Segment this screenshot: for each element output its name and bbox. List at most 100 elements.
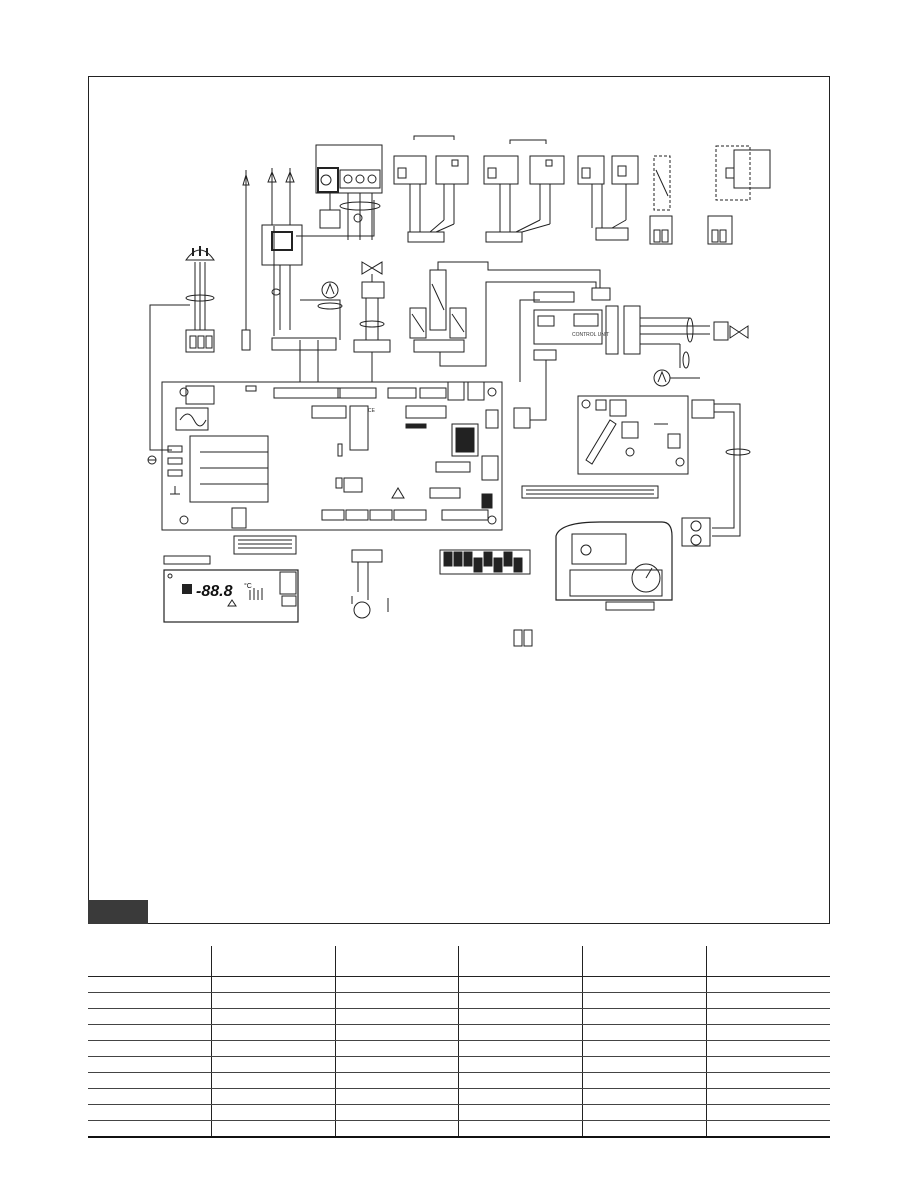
table-cell: [211, 1120, 336, 1138]
table-cell: [458, 1104, 584, 1121]
room-thermostat-contact: [707, 145, 771, 245]
table-cell: [335, 976, 460, 993]
lcd-digits: -88.8: [196, 583, 233, 600]
table-header: [706, 946, 830, 977]
table-cell: [582, 1104, 707, 1121]
thermostat-dial-icon: [555, 521, 673, 611]
control-unit-label: CONTROL UNIT: [572, 332, 609, 338]
table-cell: [88, 1008, 213, 1025]
table-cell: [88, 1072, 213, 1089]
table-cell: [335, 1024, 460, 1041]
table-row: [88, 1088, 830, 1105]
table-header: [335, 946, 460, 977]
table-header-row: [88, 946, 830, 977]
interface-board: [577, 395, 689, 475]
table-cell: [582, 1056, 707, 1073]
table-header: [458, 946, 584, 977]
table-cell: [706, 1056, 830, 1073]
ntc-sensors: [409, 261, 601, 353]
lcd-unit: °C: [244, 582, 252, 590]
table-cell: [211, 1056, 336, 1073]
table-cell: [335, 992, 460, 1009]
auxiliary-board: [513, 287, 749, 429]
radiator-icon: [249, 588, 263, 600]
lcd-display: [163, 569, 299, 623]
lcd-warning-icon: [227, 599, 237, 607]
tap-icon: [182, 584, 192, 594]
table-cell: [335, 1072, 460, 1089]
flat-cable: [521, 485, 659, 499]
valve-icon: [353, 261, 391, 353]
table-row: [88, 1120, 830, 1138]
main-control-board: [161, 381, 503, 531]
table-row: [88, 1072, 830, 1089]
table-cell: [582, 1040, 707, 1057]
table-cell: [458, 1024, 584, 1041]
table-cell: [706, 1104, 830, 1121]
table-cell: [211, 1024, 336, 1041]
table-cell: [582, 1008, 707, 1025]
table-row: [88, 976, 830, 993]
table-cell: [88, 1040, 213, 1057]
legend-table: [88, 946, 830, 1138]
table-header: [582, 946, 707, 977]
dip-switch-bank: [439, 549, 531, 575]
table-cell: [706, 992, 830, 1009]
table-cell: [211, 1088, 336, 1105]
table-row: [88, 1056, 830, 1073]
ground-icon: [147, 310, 172, 465]
table-cell: [458, 1008, 584, 1025]
table-cell: [88, 1104, 213, 1121]
table-cell: [88, 1088, 213, 1105]
table-cell: [458, 992, 584, 1009]
table-cell: [582, 1088, 707, 1105]
table-cell: [211, 992, 336, 1009]
table-cell: [706, 1072, 830, 1089]
fan-icon: [315, 144, 383, 240]
table-cell: [211, 1072, 336, 1089]
table-row: [88, 1040, 830, 1057]
table-cell: [211, 1104, 336, 1121]
table-cell: [582, 1072, 707, 1089]
table-header: [88, 946, 213, 977]
table-cell: [335, 1056, 460, 1073]
table-cell: [458, 1056, 584, 1073]
table-cell: [335, 1120, 460, 1138]
table-cell: [335, 1008, 460, 1025]
table-row: [88, 992, 830, 1009]
table-cell: [458, 1040, 584, 1057]
table-cell: [582, 1120, 707, 1138]
table-cell: [335, 1040, 460, 1057]
table-cell: [458, 1120, 584, 1138]
table-cell: [706, 1088, 830, 1105]
table-header: [211, 946, 336, 977]
table-cell: [335, 1104, 460, 1121]
mains-plug: [185, 246, 215, 330]
sensor-group-3: [577, 155, 639, 241]
table-cell: [458, 976, 584, 993]
figure-number-tab: [88, 900, 148, 924]
sensor-icon: [649, 155, 673, 245]
table-cell: [88, 1056, 213, 1073]
pump-icon: [300, 281, 343, 340]
table-cell: [88, 1024, 213, 1041]
table-cell: [706, 1120, 830, 1138]
table-cell: [706, 1024, 830, 1041]
table-row: [88, 1024, 830, 1041]
table-cell: [211, 1040, 336, 1057]
table-cell: [706, 1008, 830, 1025]
sensor-group-1: [393, 135, 469, 243]
table-cell: [582, 976, 707, 993]
table-cell: [582, 992, 707, 1009]
jumper: [513, 629, 533, 647]
table-row: [88, 1104, 830, 1121]
table-cell: [335, 1088, 460, 1105]
ce-mark: CE: [368, 408, 376, 414]
electrode-icon: [241, 168, 303, 351]
mains-terminal: [185, 329, 215, 353]
display-ribbon: [163, 535, 297, 565]
harness-connector: [271, 337, 337, 351]
table-cell: [211, 976, 336, 993]
sensor-group-2: [483, 139, 565, 243]
